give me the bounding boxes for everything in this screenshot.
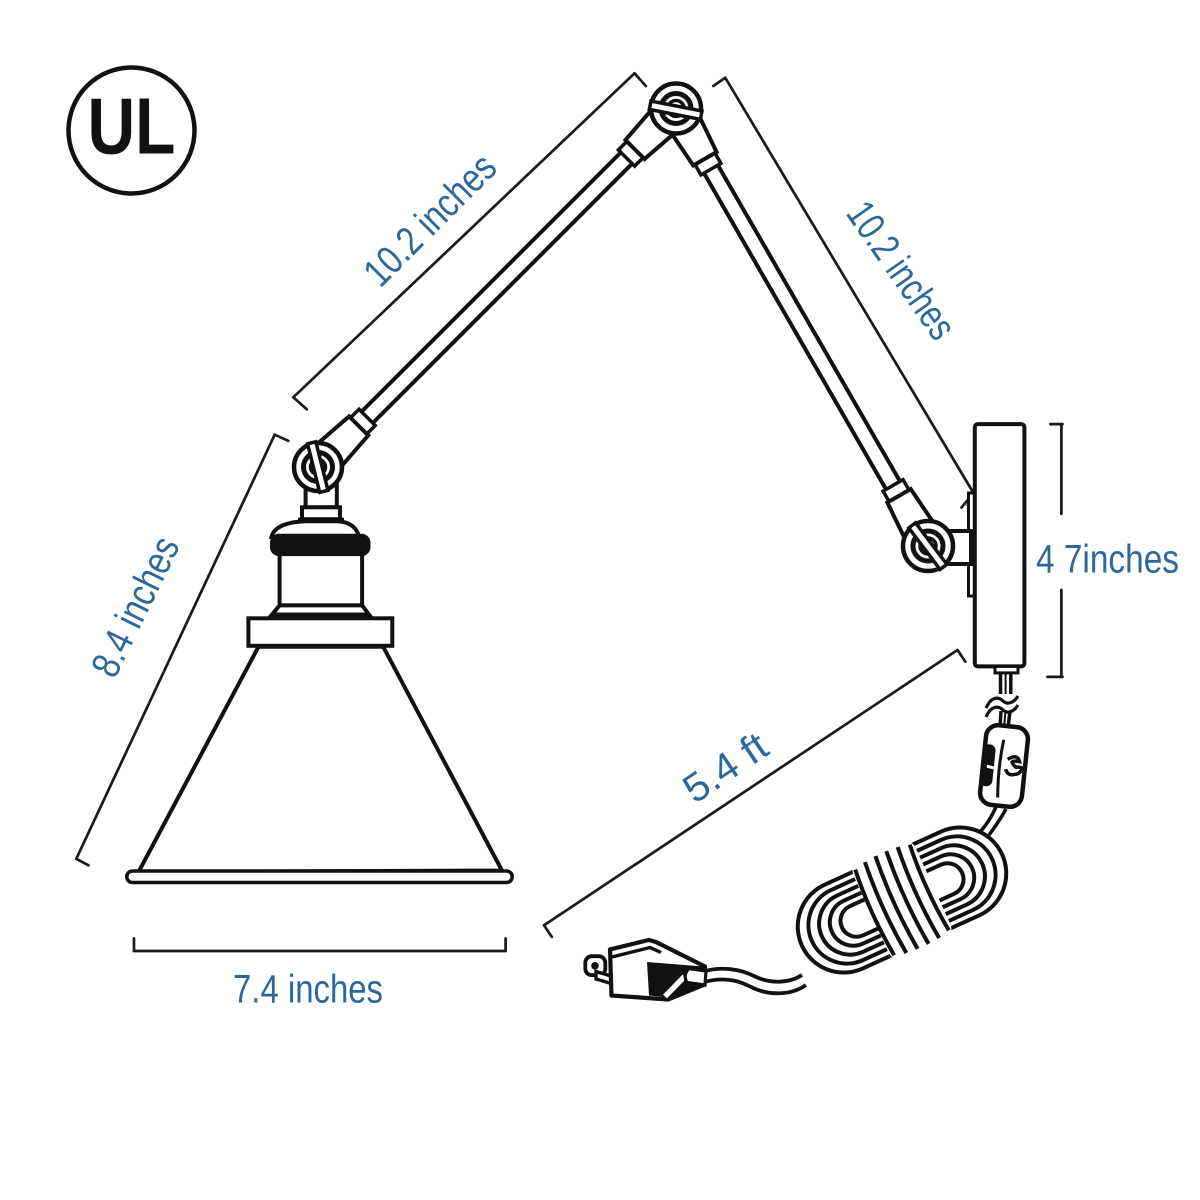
svg-text:4 7inches: 4 7inches bbox=[1036, 538, 1179, 582]
svg-text:UL: UL bbox=[88, 82, 176, 171]
svg-text:7.4 inches: 7.4 inches bbox=[233, 968, 383, 1012]
